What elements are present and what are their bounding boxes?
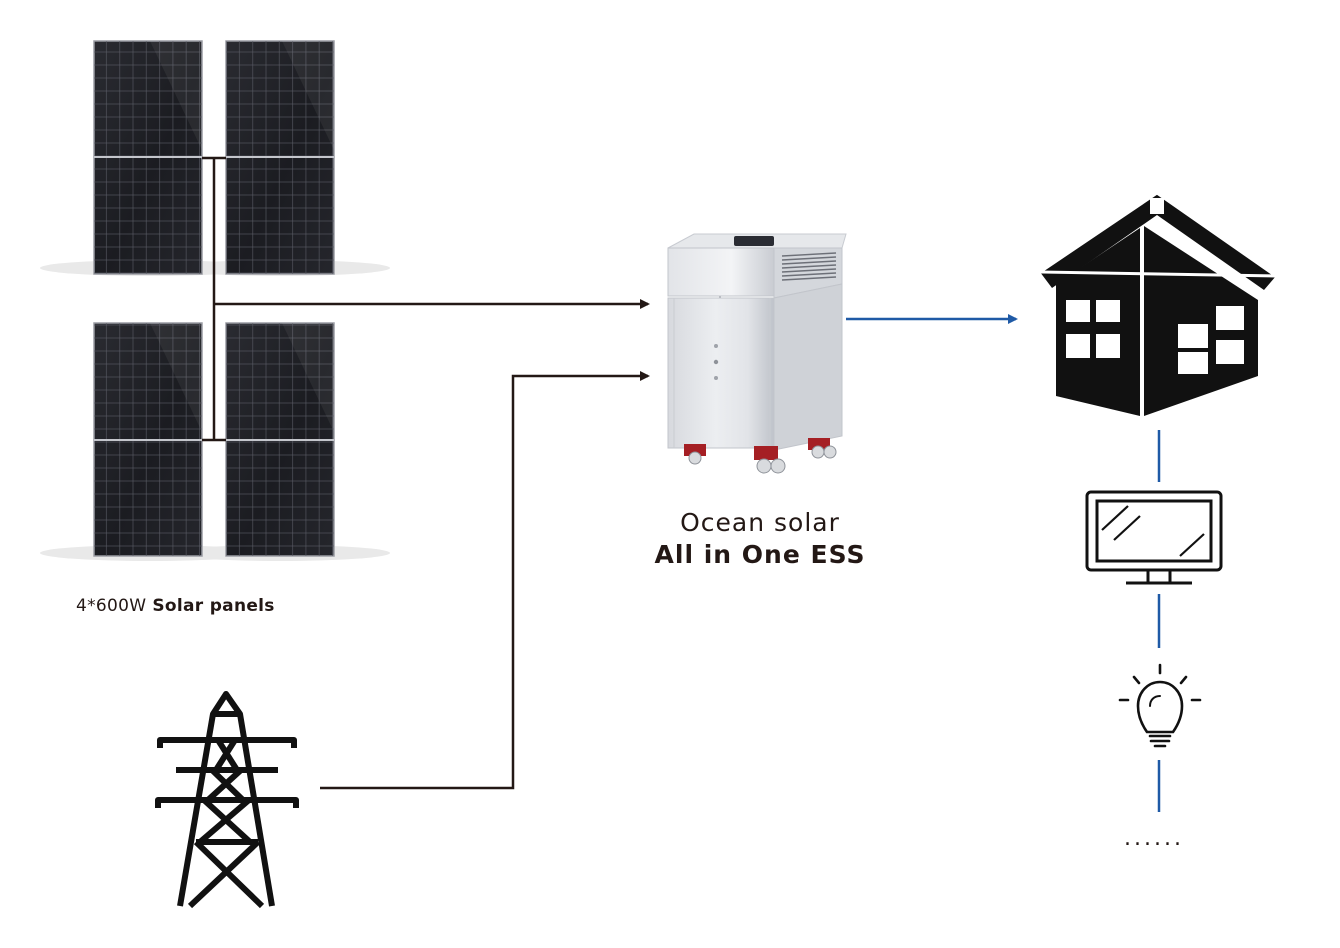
solar-panel-icon bbox=[225, 322, 335, 557]
transmission-tower-icon bbox=[155, 691, 299, 909]
light-bulb-icon bbox=[1118, 663, 1202, 748]
solar-panel-icon bbox=[225, 40, 335, 275]
more-loads-ellipsis: ...... bbox=[1124, 826, 1184, 851]
ess-cabinet-icon bbox=[667, 233, 847, 474]
monitor-icon bbox=[1085, 490, 1223, 585]
solar-quantity: 4*600W bbox=[76, 596, 147, 616]
solar-panel-icon bbox=[93, 40, 203, 275]
ess-name-label: All in One ESS bbox=[654, 540, 866, 569]
solar-panel-icon bbox=[93, 322, 203, 557]
ess-brand-label: Ocean solar bbox=[680, 508, 840, 537]
house-icon bbox=[1035, 191, 1281, 416]
vent-grille bbox=[781, 252, 837, 281]
panel-connector bbox=[202, 156, 226, 442]
solar-name: Solar panels bbox=[152, 596, 275, 616]
grid-to-ess-line bbox=[320, 371, 650, 790]
